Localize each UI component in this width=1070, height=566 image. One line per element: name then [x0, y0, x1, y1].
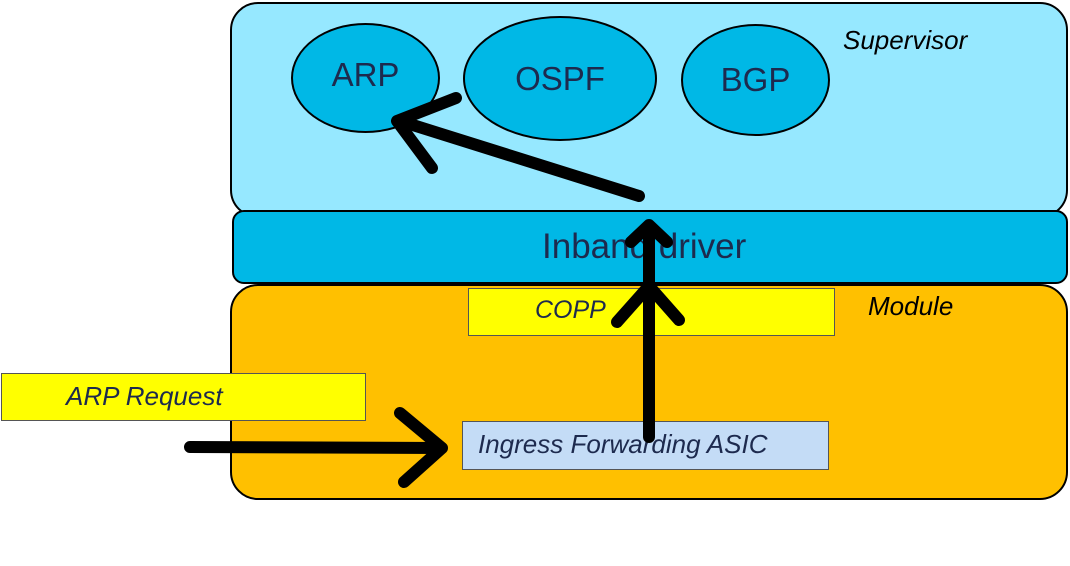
- supervisor-label: Supervisor: [843, 25, 968, 55]
- ingress-asic-label: Ingress Forwarding ASIC: [478, 429, 768, 459]
- copp-box: [468, 288, 835, 336]
- module-label: Module: [868, 291, 954, 321]
- ingress-asic-box: [462, 421, 829, 470]
- copp-label: COPP: [535, 296, 606, 324]
- arp-request-label: ARP Request: [66, 381, 223, 411]
- arp-process: ARP: [291, 23, 440, 133]
- ospf-process: OSPF: [463, 16, 657, 141]
- arp-request-box: [1, 373, 366, 421]
- inband-driver-label: Inband driver: [542, 227, 747, 266]
- bgp-process: BGP: [681, 24, 830, 136]
